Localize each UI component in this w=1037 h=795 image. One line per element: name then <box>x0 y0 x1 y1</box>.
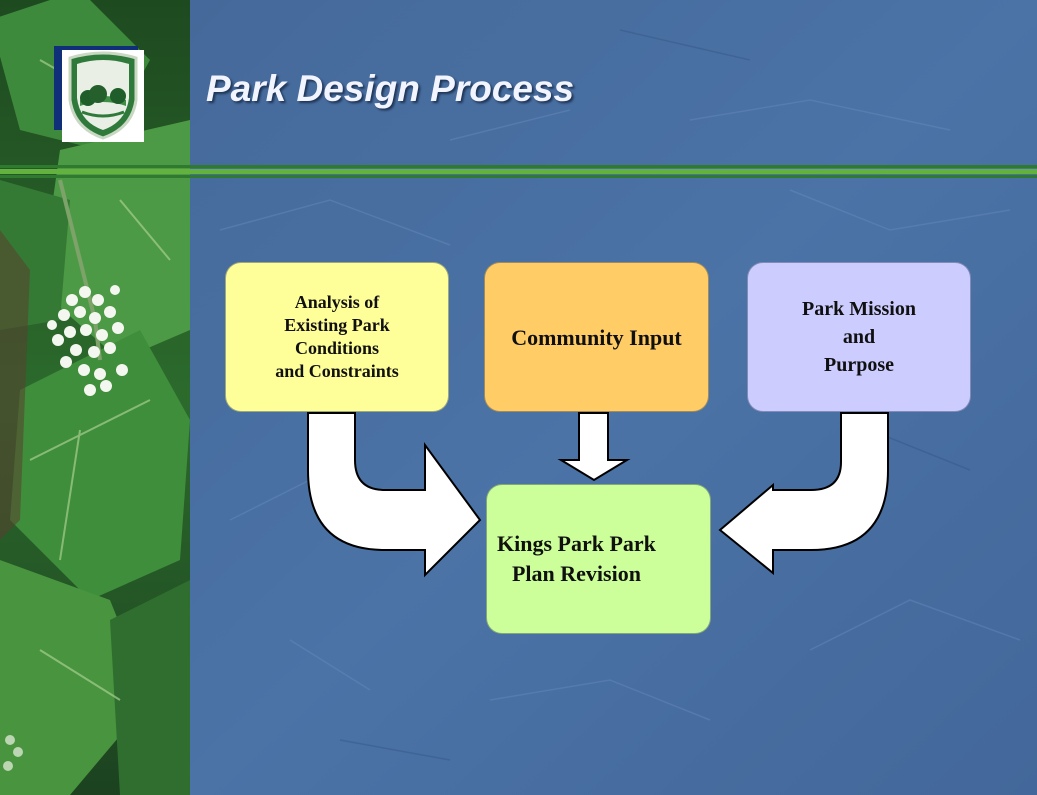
right-curved-arrow <box>718 412 889 576</box>
kings-park-plan-box: Kings Park Park Plan Revision <box>486 484 711 634</box>
slide-title: Park Design Process <box>206 68 575 109</box>
park-authority-logo <box>62 50 144 142</box>
analysis-label: Analysis of Existing Park Conditions and… <box>275 292 399 381</box>
left-curved-arrow <box>307 412 482 578</box>
title-divider-rule <box>0 165 1037 178</box>
community-input-label: Community Input <box>511 324 682 350</box>
kings-park-plan-label: Kings Park Park Plan Revision <box>497 531 656 586</box>
analysis-box: Analysis of Existing Park Conditions and… <box>225 262 449 412</box>
community-input-box: Community Input <box>484 262 709 412</box>
mission-label: Park Mission and Purpose <box>802 298 916 376</box>
center-down-arrow <box>557 412 631 482</box>
mission-box: Park Mission and Purpose <box>747 262 971 412</box>
